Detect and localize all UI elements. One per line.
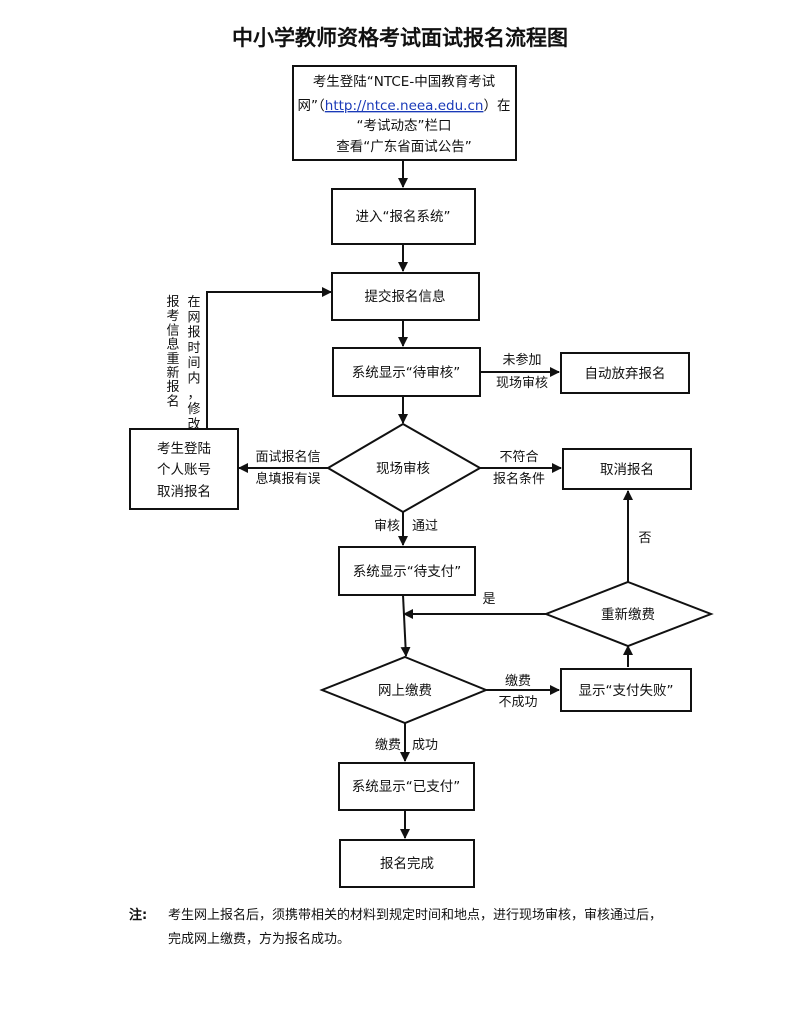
vertical-char: 名 [166, 393, 179, 409]
decision1-label: 现场审核 [376, 461, 430, 477]
decision-online-payment: 网上缴费 [319, 655, 489, 725]
vertical-char: 息 [166, 337, 179, 353]
label-no-attend-1: 未参加 [502, 352, 541, 368]
step7-label: 取消报名 [600, 462, 654, 478]
step2-label: 进入“报名系统” [356, 209, 451, 225]
step-pending-review: 系统显示“待审核” [332, 347, 481, 397]
step6-line1: 考生登陆 [157, 441, 211, 457]
label-error-1: 面试报名信 [255, 449, 320, 465]
step-auto-abandon: 自动放弃报名 [560, 352, 690, 394]
step1-line3: “考试动态”栏口 [357, 118, 452, 134]
vertical-char: ， [187, 387, 200, 402]
label-ok-2: 成功 [412, 738, 438, 753]
step-check-announcement: 考生登陆“NTCE-中国教育考试 网”（http://ntce.neea.edu… [292, 65, 517, 161]
step10-label: 系统显示“已支付” [352, 779, 461, 795]
footnote: 注: 考生网上报名后，须携带相关的材料到规定时间和地点，进行现场审核，审核通过后… [129, 907, 662, 947]
label-fail-2: 不成功 [498, 695, 537, 710]
connectors [206, 160, 633, 839]
step6-line2: 个人账号 [157, 462, 211, 478]
step-enter-system: 进入“报名系统” [331, 188, 476, 245]
decision-onsite-review: 现场审核 [326, 422, 483, 514]
label-not-meet-1: 不符合 [499, 449, 538, 465]
label-fail-1: 缴费 [505, 674, 531, 689]
step-cancel-registration: 取消报名 [562, 448, 692, 490]
label-error-2: 息填报有误 [255, 471, 320, 487]
vertical-char: 修 [187, 402, 200, 417]
neea-link[interactable]: http://ntce.neea.edu.cn [325, 98, 484, 114]
vertical-char: 间 [187, 356, 200, 371]
vertical-char: 报 [187, 326, 200, 341]
vertical-char: 重 [166, 351, 179, 367]
arrow-s6-s3 [206, 287, 332, 428]
vertical-char: 在 [187, 295, 200, 310]
decision-repay: 重新缴费 [543, 580, 714, 648]
step3-label: 提交报名信息 [365, 288, 446, 305]
label-no: 否 [638, 531, 651, 546]
label-pass-1: 审核 [374, 519, 400, 534]
step-complete: 报名完成 [339, 839, 475, 888]
step11-label: 报名完成 [380, 856, 434, 872]
label-ok-1: 缴费 [375, 738, 401, 753]
page-title: 中小学教师资格考试面试报名流程图 [232, 26, 568, 50]
vertical-char: 内 [187, 371, 200, 387]
vertical-char: 改 [187, 417, 200, 432]
step9-label: 显示“支付失败” [579, 683, 674, 699]
step8-label: 系统显示“待支付” [353, 564, 462, 580]
step-login-cancel: 考生登陆 个人账号 取消报名 [129, 428, 239, 510]
arrow-s8-d3 [400, 594, 411, 657]
step-submit-info: 提交报名信息 [331, 272, 480, 321]
label-not-meet-2: 报名条件 [493, 471, 545, 487]
decision3-label: 网上缴费 [378, 683, 432, 699]
step-pending-payment: 系统显示“待支付” [338, 546, 476, 596]
label-no-attend-2: 现场审核 [496, 376, 548, 391]
note-line1: 考生网上报名后，须携带相关的材料到规定时间和地点，进行现场审核，审核通过后， [168, 907, 662, 923]
step-paid: 系统显示“已支付” [338, 762, 475, 811]
note-line2: 完成网上缴费，方为报名成功。 [168, 931, 350, 947]
vertical-char: 考 [166, 309, 179, 324]
vertical-char: 时 [187, 341, 200, 356]
vertical-char: 信 [166, 323, 179, 338]
vertical-char: 网 [187, 310, 200, 325]
step6-line3: 取消报名 [157, 484, 211, 500]
step1-line2-b: ）在 [483, 98, 510, 114]
step-payment-failed: 显示“支付失败” [560, 668, 692, 712]
decision2-label: 重新缴费 [601, 607, 655, 623]
step1-line1: 考生登陆“NTCE-中国教育考试 [313, 74, 496, 90]
step1-line4: 查看“广东省面试公告” [336, 139, 472, 155]
step5-label: 自动放弃报名 [585, 366, 666, 382]
vertical-char: 报 [166, 380, 179, 395]
label-pass-2: 通过 [412, 519, 438, 534]
step4-label: 系统显示“待审核” [352, 365, 461, 381]
note-mark: 注: [129, 907, 147, 923]
vertical-char: 新 [166, 365, 179, 381]
vertical-char: 报 [166, 295, 179, 310]
step1-line2-a: 网”（ [298, 98, 325, 114]
label-yes: 是 [482, 592, 495, 607]
edge-labels: 未参加 现场审核 不符合 报名条件 面试报名信 息填报有误 审核 通过 是 否 … [255, 352, 651, 753]
step1-line2: 网”（http://ntce.neea.edu.cn）在 [298, 98, 511, 114]
